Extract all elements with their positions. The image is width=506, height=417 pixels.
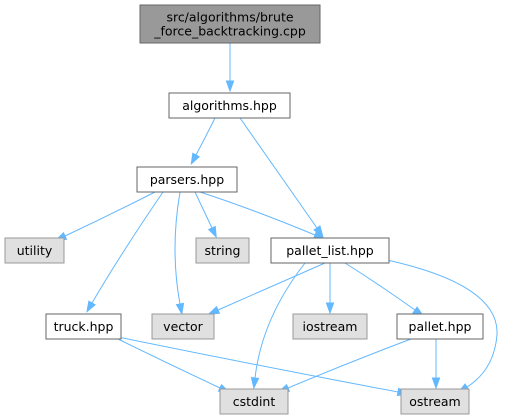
edge-line [194,191,213,229]
node-label: _force_backtracking.cpp [153,24,306,39]
nodes-layer: src/algorithms/brute_force_backtracking.… [4,4,484,415]
node-string: string [195,237,250,264]
arrowhead-icon [325,302,335,315]
node-label: src/algorithms/brute [166,10,293,25]
node-label: pallet.hpp [409,319,472,334]
edge-line [344,262,416,311]
edge-truck-hpp-to-ostream [117,336,410,397]
edge-line [386,259,498,388]
edge-line [195,117,216,156]
node-label: string [205,243,241,258]
node-label: utility [17,243,53,258]
node-box [219,388,289,415]
edge-parsers-hpp-to-vector [174,191,185,316]
node-label: vector [163,319,204,334]
edge-algorithms-hpp-to-pallet-list-hpp [239,117,324,238]
edge-algorithms-hpp-to-parsers-hpp [190,117,216,166]
edge-line [287,338,412,389]
node-label: iostream [303,319,358,334]
node-label: pallet_list.hpp [286,243,374,258]
node-box [292,313,368,340]
edge-pallet-list-hpp-to-pallet-hpp [344,262,425,317]
node-box [4,237,65,264]
node-algorithms-hpp[interactable]: algorithms.hpp [168,92,291,119]
node-vector: vector [151,313,215,340]
node-label: ostream [409,394,460,409]
node-box [270,237,390,264]
edge-line [174,191,181,305]
arrowhead-icon [250,377,260,390]
node-label: algorithms.hpp [182,98,277,113]
node-box [45,313,122,340]
node-ostream: ostream [400,388,470,415]
arrowhead-icon [431,377,441,390]
node-parsers-hpp[interactable]: parsers.hpp [136,166,238,193]
arrowhead-icon [207,305,221,315]
edge-brute-force-backtracking-cpp-to-algorithms-hpp [225,43,235,93]
arrowhead-icon [175,302,185,316]
edge-parsers-hpp-to-string [194,191,217,239]
edge-line [199,191,316,236]
node-iostream: iostream [292,313,368,340]
node-brute-force-backtracking-cpp[interactable]: src/algorithms/brute_force_backtracking.… [139,4,321,44]
node-box [195,237,250,264]
node-pallet-list-hpp[interactable]: pallet_list.hpp [270,237,390,264]
node-label: cstdint [233,394,276,409]
node-box [168,92,291,119]
node-box [136,166,238,193]
edge-parsers-hpp-to-truck-hpp [86,191,164,313]
node-cstdint: cstdint [219,388,289,415]
arrowhead-icon [190,152,201,166]
edge-line [239,117,318,229]
node-truck-hpp[interactable]: truck.hpp [45,313,122,340]
node-label: truck.hpp [54,319,114,334]
edge-pallet-list-hpp-to-iostream [325,263,335,315]
node-box [396,313,484,340]
edge-truck-hpp-to-cstdint [117,338,231,393]
edge-pallet-hpp-to-ostream [431,339,441,390]
arrowhead-icon [86,300,96,313]
arrowhead-icon [225,80,235,93]
edge-line [117,336,399,393]
edge-parsers-hpp-to-pallet-list-hpp [199,191,326,240]
edge-parsers-hpp-to-utility [54,191,156,241]
edge-pallet-list-hpp-to-vector [207,262,326,315]
node-label: parsers.hpp [150,172,224,187]
node-box [151,313,215,340]
edge-line [217,262,326,311]
edge-line [117,338,221,389]
node-box [139,4,321,44]
edge-line [91,191,164,304]
node-pallet-hpp[interactable]: pallet.hpp [396,313,484,340]
edge-line [64,191,156,237]
node-box [400,388,470,415]
node-utility: utility [4,237,65,264]
arrowhead-icon [207,225,217,239]
edge-pallet-hpp-to-cstdint [277,338,412,393]
